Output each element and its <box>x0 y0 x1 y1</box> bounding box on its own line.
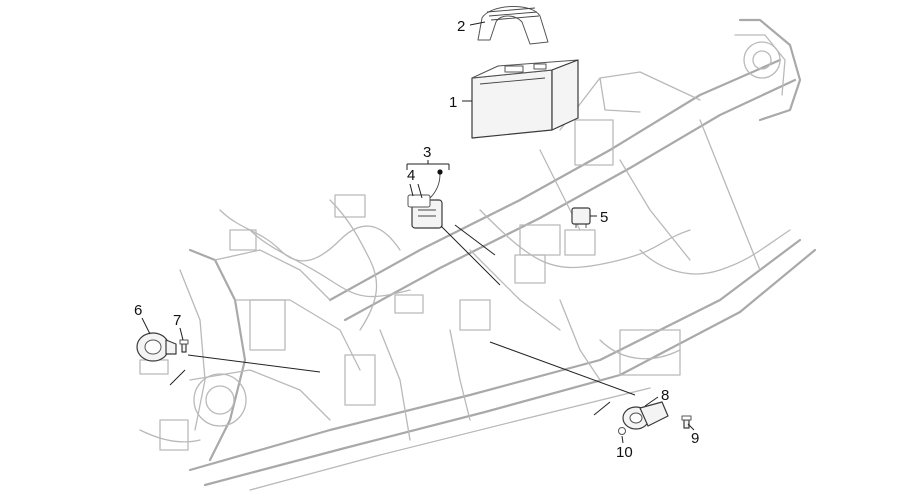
callout-label-10: 10 <box>616 444 633 461</box>
callout-label-5: 5 <box>600 209 608 226</box>
leader-lines <box>141 21 695 444</box>
battery-strap <box>477 5 549 45</box>
battery <box>471 59 579 139</box>
small-relay <box>571 207 591 228</box>
screw <box>681 415 692 429</box>
callout-label-3: 3 <box>423 144 431 161</box>
callout-label-1: 1 <box>449 94 457 111</box>
callout-labels: 1 2 3 4 5 6 7 8 9 10 <box>134 18 699 461</box>
relay-assembly <box>407 169 443 229</box>
callout-label-9: 9 <box>691 430 699 447</box>
callout-label-4: 4 <box>407 167 415 184</box>
callout-label-8: 8 <box>661 387 669 404</box>
callout-label-7: 7 <box>173 312 181 329</box>
buzzer <box>622 401 669 430</box>
callout-label-6: 6 <box>134 302 142 319</box>
horn-screw <box>179 339 189 353</box>
nut <box>618 427 626 435</box>
scooter-frame <box>139 18 817 491</box>
callout-label-2: 2 <box>457 18 465 35</box>
horn <box>136 332 177 362</box>
